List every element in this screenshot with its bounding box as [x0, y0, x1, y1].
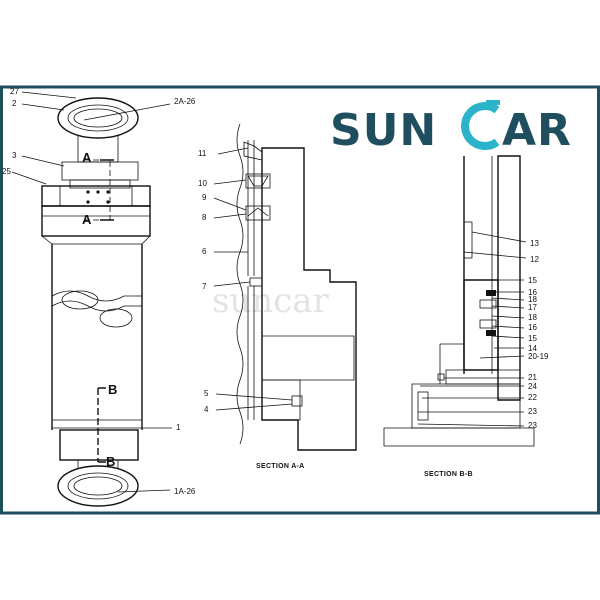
label-12: 12: [530, 255, 539, 264]
label-18-a: 18: [528, 295, 537, 304]
watermark-text: suncar: [212, 281, 330, 321]
section-b-b-title: SECTION B-B: [424, 471, 473, 478]
label-21: 21: [528, 373, 537, 382]
label-13: 13: [530, 239, 539, 248]
suncar-logo: SUN AR: [330, 100, 572, 156]
label-15-a: 15: [528, 276, 537, 285]
label-section-a-bottom: A: [82, 212, 92, 227]
border-frame: [0, 85, 600, 515]
label-4: 4: [204, 405, 209, 414]
label-17: 17: [528, 303, 537, 312]
label-20-19: 20-19: [528, 352, 549, 361]
logo-c-mark: [461, 100, 500, 150]
label-6: 6: [202, 247, 207, 256]
label-27: 27: [10, 87, 19, 96]
label-section-a-top: A: [82, 150, 92, 165]
label-11: 11: [198, 149, 207, 158]
label-2a-26: 2A-26: [174, 97, 196, 106]
section-a-a-view: [213, 123, 357, 451]
label-10: 10: [198, 179, 207, 188]
label-23-b: 23: [528, 421, 537, 430]
label-9: 9: [202, 193, 207, 202]
logo-text-sun: SUN: [330, 105, 437, 156]
label-3: 3: [12, 151, 17, 160]
label-22: 22: [528, 393, 537, 402]
label-18-b: 18: [528, 313, 537, 322]
label-24: 24: [528, 382, 537, 391]
label-23-a: 23: [528, 407, 537, 416]
logo-text-ar: AR: [502, 105, 572, 156]
label-1: 1: [176, 423, 181, 432]
label-1a-26: 1A-26: [174, 487, 196, 496]
label-5: 5: [204, 389, 209, 398]
label-7: 7: [202, 282, 207, 291]
label-8: 8: [202, 213, 207, 222]
label-25: 25: [2, 167, 11, 176]
label-15-b: 15: [528, 334, 537, 343]
cylinder-full-view: [11, 91, 172, 507]
label-section-b-top: B: [108, 382, 117, 397]
section-a-a-title: SECTION A-A: [256, 463, 305, 470]
label-2: 2: [12, 99, 17, 108]
section-b-b-view: [383, 155, 535, 447]
label-16-a: 16: [528, 288, 537, 297]
label-16-b: 16: [528, 323, 537, 332]
label-14: 14: [528, 344, 537, 353]
label-section-b-bottom: B: [106, 454, 115, 469]
